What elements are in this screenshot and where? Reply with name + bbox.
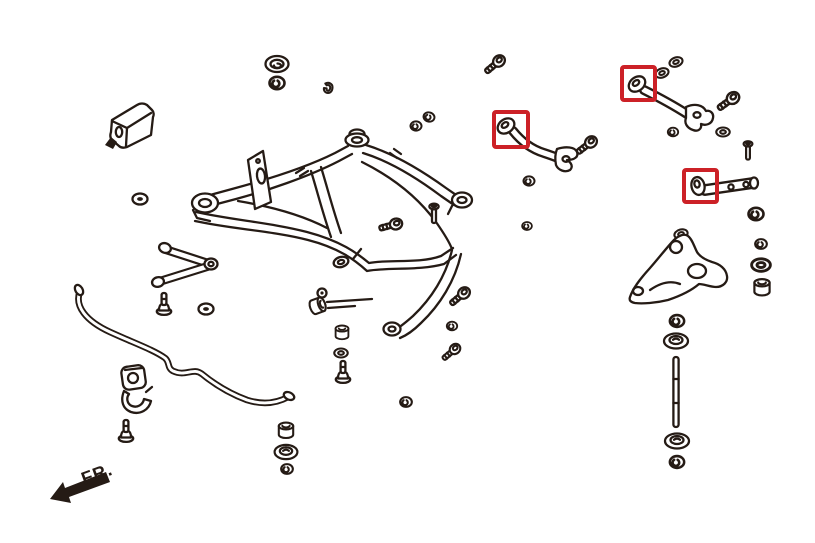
fr-label: FR. [79,459,116,489]
washer-column-a [333,347,349,359]
spacer-and-through-bolt [306,287,374,317]
stabilizer-bushing [120,364,147,391]
right-washer [750,257,772,273]
fr-arrow [50,472,110,503]
nut-column-b [279,462,295,476]
trailing-bracket-arm [150,241,219,289]
upper-arm-stud [742,140,754,161]
small-grommet [131,192,149,206]
arm-washer-b [667,54,685,70]
lower-control-arm [628,233,729,305]
highlight-box-camber-arm-inner-bushing [492,110,530,149]
stabilizer-link-rod [672,355,680,429]
arm-mount-nut [445,320,459,332]
rear-toe-arm [690,175,760,197]
rear-subframe [190,128,474,340]
lone-nut [398,395,414,409]
subframe-bolt [377,216,405,235]
mount-nut [267,75,287,91]
link-nut-top [668,313,686,329]
mount-grommet [264,54,290,74]
bolt-top-center [481,51,509,78]
front-direction-indicator: FR. [50,459,115,503]
stabilizer-bracket-bolt [117,418,135,444]
upper-arm-nut [666,126,680,138]
link-washer-bottom [663,432,691,450]
stabilizer-bracket [121,385,154,414]
washer-with-mark [331,247,363,270]
stabilizer-bar [73,283,296,407]
arm-mount-bolt-b [439,340,464,364]
right-bushing-sleeve [753,278,771,297]
right-small-nut [753,237,769,251]
highlight-layer [492,65,719,204]
retainer-clip [322,81,334,94]
highlight-box-upper-arm-inner-bushing [620,65,657,102]
flange-nut-a [409,120,423,132]
front-lateral-arm [627,75,715,132]
spiral-washer-b [273,443,299,461]
rear-camber-arm [496,117,579,173]
bump-stop [334,324,350,341]
small-nut-center [521,220,533,232]
bracket-grommet [197,302,215,316]
bolt-column-a [334,359,352,385]
subframe-stud [428,202,440,225]
camber-arm-bolt [573,132,601,158]
camber-arm-nut [522,175,536,187]
upper-arm-washer [715,126,731,138]
toe-arm-nut [746,206,766,222]
bracket-bolt [155,291,173,317]
bushing-sleeve-b [277,421,295,440]
upper-arm-bolt [714,88,743,115]
highlight-box-toe-arm-inner-bushing [682,168,719,204]
link-washer-top [662,332,690,350]
arm-mount-bolt-a [446,283,474,310]
flange-nut-b [421,109,437,125]
diff-mount-bushing [105,102,155,149]
link-nut-bottom [668,454,686,470]
